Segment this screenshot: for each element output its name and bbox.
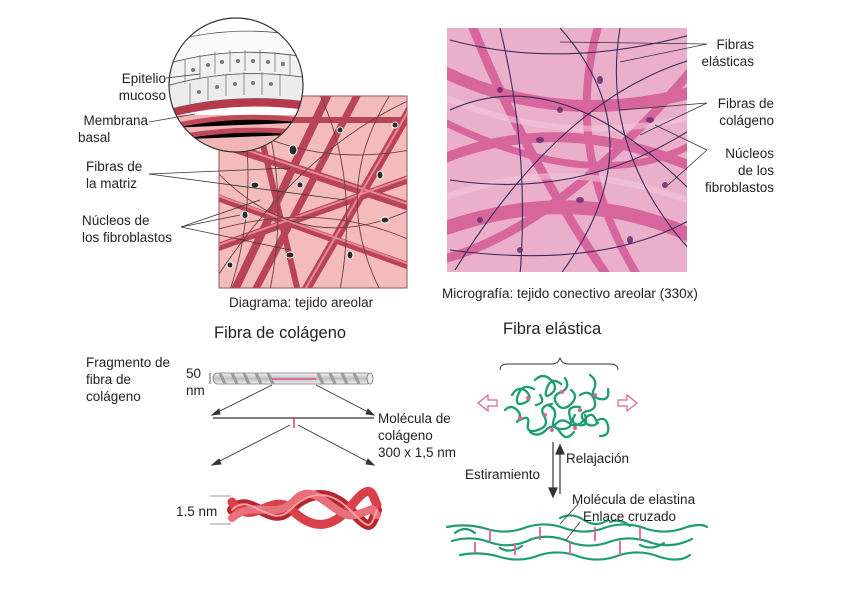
areolar-micrograph [440,20,700,280]
micrograph-caption: Micrografía: tejido conectivo areolar (3… [442,286,698,301]
stretch-arrow-right [618,395,637,411]
label-fragmento-line1: Fragmento de [86,354,170,371]
label-nucleos-micrografia: Núcleos de los fibroblastos [694,145,774,196]
label-molecula-line2: colágeno [378,427,456,444]
label-epitelio-line1: Epitelio [78,70,166,87]
label-fibras-elasticas: Fibras elásticas [694,36,754,70]
label-enlace-cruzado: Enlace cruzado [583,508,676,525]
stretch-relax-arrows [549,442,564,497]
label-nucleos-micro-line1: Núcleos [694,145,774,162]
label-fibras-elasticas-line2: elásticas [694,53,754,70]
label-nucleos-fibroblastos: Núcleos de los fibroblastos [82,212,172,246]
collagen-title: Fibra de colágeno [214,324,346,343]
label-molecula-line1: Molécula de [378,410,456,427]
label-membrana-line2: basal [78,129,148,146]
collagen-arrows [212,385,374,465]
label-epitelio-line2: mucoso [78,87,166,104]
label-fibras-matriz-line1: Fibras de [86,158,142,175]
label-fragmento-line3: colágeno [86,388,170,405]
label-fibras-colageno-line2: colágeno [694,112,774,129]
label-1-5nm: 1.5 nm [176,503,217,520]
label-nucleos-micro-line2: de los [694,162,774,179]
label-nucleos-line1: Núcleos de [82,212,172,229]
label-fibras-matriz-line2: la matriz [86,175,142,192]
elastin-leader-lines [560,504,580,540]
label-membrana-line1: Membrana [78,112,148,129]
label-molecula-line3: 300 x 1,5 nm [378,444,456,461]
elastic-title: Fibra elástica [503,320,601,339]
label-fragmento-line2: fibra de [86,371,170,388]
label-fibras-matriz: Fibras de la matriz [86,158,142,192]
label-50nm: 50 nm [186,365,205,399]
label-molecula-elastina: Molécula de elastina [572,491,695,508]
collagen-fragment-cylinder [210,373,373,384]
label-50nm-value: 50 [186,365,205,382]
label-molecula-colageno: Molécula de colágeno 300 x 1,5 nm [378,410,456,461]
label-membrana-basal: Membrana basal [78,112,148,146]
label-fibras-colageno-line1: Fibras de [694,95,774,112]
label-estiramiento: Estiramiento [465,466,540,483]
diagram-caption: Diagrama: tejido areolar [229,295,373,310]
label-nucleos-micro-line3: fibroblastos [694,179,774,196]
collagen-triple-helix [210,491,377,525]
label-fibras-colageno: Fibras de colágeno [694,95,774,129]
label-nucleos-line2: los fibroblastos [82,229,172,246]
stretch-arrow-left [478,395,497,411]
label-relajacion: Relajación [566,450,629,467]
elastic-bracket [500,358,618,370]
label-50nm-unit: nm [186,382,205,399]
label-epitelio: Epitelio mucoso [78,70,166,104]
elastin-relaxed-network [505,375,608,437]
label-fragmento: Fragmento de fibra de colágeno [86,354,170,405]
label-fibras-elasticas-line1: Fibras [694,36,754,53]
